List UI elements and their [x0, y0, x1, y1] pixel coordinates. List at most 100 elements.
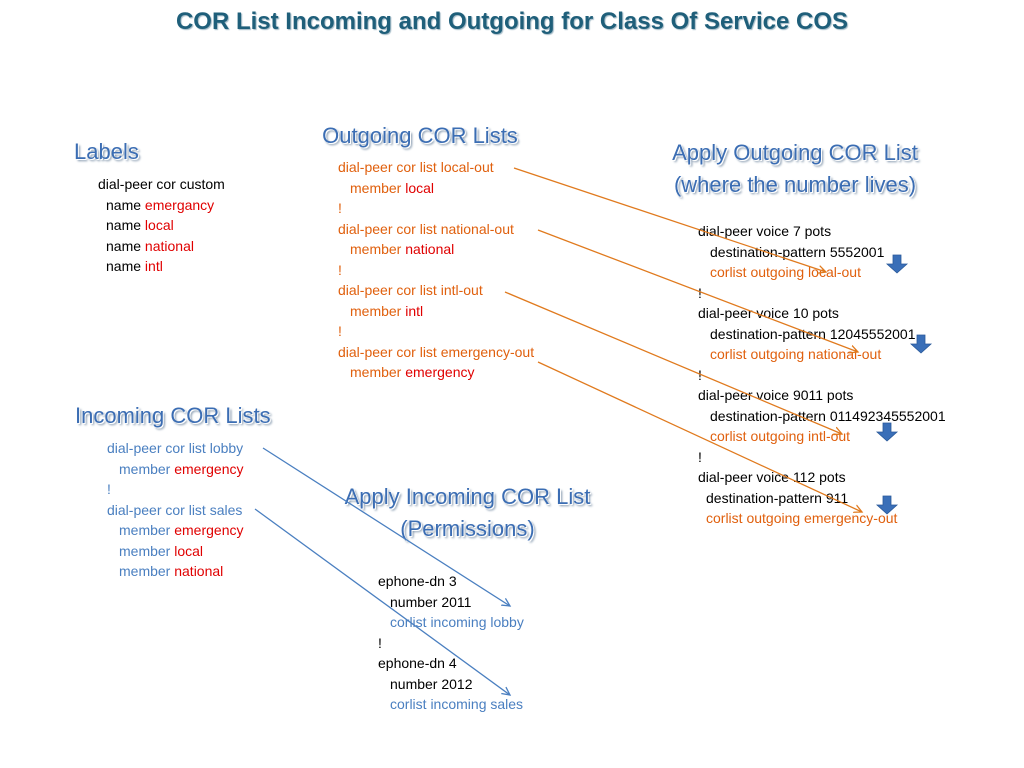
arrow-incoming-lobby — [262, 447, 510, 606]
config-line: member intl — [338, 301, 534, 322]
apply-incoming-heading: Apply Incoming COR List (Permissions) — [315, 481, 620, 545]
config-text: number 2012 — [390, 675, 473, 692]
down-arrow-icon — [885, 254, 909, 274]
config-text: dial-peer voice 112 pots — [698, 469, 846, 485]
config-line: ephone-dn 4 — [378, 653, 524, 674]
config-text: ephone-dn 4 — [378, 655, 457, 671]
config-text: corlist outgoing emergency-out — [706, 510, 898, 526]
config-text: dial-peer cor list local-out — [338, 159, 494, 175]
config-text: ! — [698, 448, 702, 465]
config-text: dial-peer cor custom — [98, 176, 225, 192]
down-arrow-icon — [909, 334, 933, 354]
config-value: national — [174, 563, 224, 579]
apply-outgoing-heading-line1: Apply Outgoing COR List — [672, 140, 918, 165]
config-text: ! — [378, 634, 382, 651]
slide-title: COR List Incoming and Outgoing for Class… — [175, 8, 849, 35]
incoming-heading: Incoming COR Lists — [75, 400, 271, 432]
config-line: corlist outgoing emergency-out — [698, 508, 946, 529]
outgoing-cor-lists-block: dial-peer cor list local-out member local… — [338, 157, 534, 383]
config-line: ! — [338, 198, 534, 219]
config-keyword: member — [350, 179, 406, 196]
config-text: corlist incoming sales — [390, 696, 524, 712]
config-line: member national — [107, 561, 244, 582]
config-text: number 2011 — [390, 593, 472, 610]
down-arrow-icon — [875, 495, 899, 515]
config-line: ! — [378, 633, 524, 654]
outgoing-heading-text: Outgoing COR Lists — [322, 123, 518, 148]
config-text: ephone-dn 3 — [378, 573, 457, 589]
config-line: destination-pattern 5552001 — [698, 242, 946, 263]
config-line: destination-pattern 911 — [698, 488, 946, 509]
config-line: member emergency — [338, 362, 534, 383]
config-keyword: member — [350, 364, 406, 380]
config-keyword: name — [106, 258, 145, 274]
config-text: corlist outgoing national-out — [710, 346, 882, 362]
outgoing-heading: Outgoing COR Lists — [300, 120, 540, 152]
config-line: name local — [98, 215, 225, 236]
down-arrow-icon — [875, 422, 899, 442]
config-value: local — [405, 179, 435, 196]
config-line: corlist incoming sales — [378, 694, 524, 715]
config-line: number 2011 — [378, 592, 524, 613]
config-value: intl — [405, 302, 424, 319]
config-line: member national — [338, 239, 534, 260]
config-text: destination-pattern 12045552001 — [710, 325, 916, 342]
config-text: destination-pattern 5552001 — [710, 243, 885, 260]
labels-heading: Labels — [74, 136, 139, 168]
config-text: ! — [698, 284, 702, 301]
arrow-emergency-out — [537, 361, 862, 512]
arrow-intl-out — [504, 291, 842, 434]
config-value: local — [144, 217, 174, 233]
config-line: dial-peer cor list intl-out — [338, 280, 534, 301]
config-line: member emergency — [107, 459, 244, 480]
arrow-incoming-sales — [254, 508, 510, 695]
config-text: dial-peer voice 7 pots — [698, 223, 832, 239]
config-line: ! — [698, 283, 946, 304]
config-line: dial-peer voice 112 pots — [698, 467, 946, 488]
config-keyword: name — [106, 217, 145, 233]
config-value: national — [144, 237, 194, 254]
config-text: corlist incoming lobby — [390, 614, 524, 630]
config-line: corlist incoming lobby — [378, 612, 524, 633]
config-text: ! — [338, 323, 342, 339]
config-text: ! — [338, 261, 342, 278]
arrow-national-out — [537, 229, 858, 352]
config-text: dial-peer cor list sales — [107, 501, 243, 518]
config-line: dial-peer voice 7 pots — [698, 221, 946, 242]
config-text: ! — [107, 481, 111, 497]
config-line: corlist outgoing national-out — [698, 344, 946, 365]
config-line: destination-pattern 12045552001 — [698, 324, 946, 345]
config-line: destination-pattern 011492345552001 — [698, 406, 946, 427]
labels-heading-text: Labels — [74, 139, 139, 164]
config-line: dial-peer cor list sales — [107, 500, 244, 521]
config-line: ! — [338, 321, 534, 342]
config-text: dial-peer cor list national-out — [338, 220, 514, 237]
config-line: dial-peer cor list local-out — [338, 157, 534, 178]
config-text: ! — [338, 200, 342, 216]
config-value: emergency — [174, 460, 244, 477]
config-line: dial-peer cor list national-out — [338, 219, 534, 240]
config-text: destination-pattern 911 — [706, 489, 849, 506]
config-keyword: member — [119, 522, 175, 538]
config-line: dial-peer cor list lobby — [107, 438, 244, 459]
config-line: ! — [338, 260, 534, 281]
config-keyword: member — [350, 302, 406, 319]
config-line: name emergancy — [98, 195, 225, 216]
config-value: emergency — [405, 364, 475, 380]
config-keyword: member — [350, 241, 406, 257]
config-keyword: name — [106, 237, 145, 254]
config-line: dial-peer cor list emergency-out — [338, 342, 534, 363]
config-text: dial-peer cor list intl-out — [338, 282, 483, 298]
config-keyword: member — [119, 542, 175, 559]
config-line: name national — [98, 236, 225, 257]
config-line: dial-peer cor custom — [98, 174, 225, 195]
config-text: dial-peer cor list emergency-out — [338, 343, 535, 360]
apply-outgoing-heading-line2: (where the number lives) — [673, 171, 917, 197]
config-value: emergency — [174, 522, 244, 538]
config-line: ! — [107, 479, 244, 500]
config-text: destination-pattern 011492345552001 — [710, 407, 946, 424]
config-line: ephone-dn 3 — [378, 571, 524, 592]
